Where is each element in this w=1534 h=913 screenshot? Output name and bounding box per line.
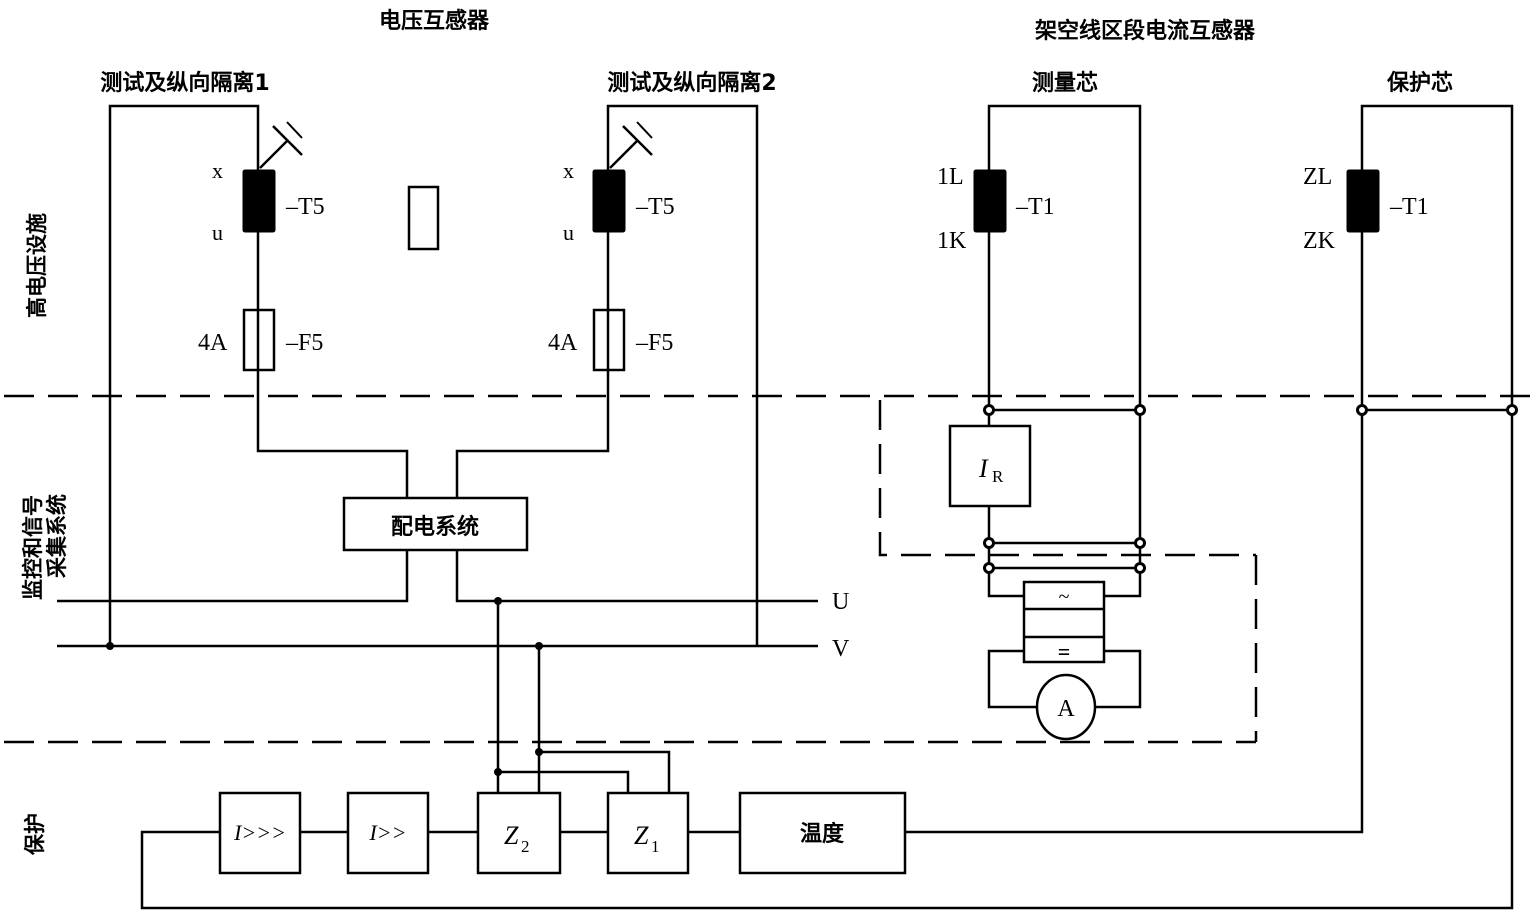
vt2-designation: –T5 bbox=[635, 194, 675, 220]
vt1-ground-lead bbox=[259, 139, 289, 169]
title-test-isolation-1: 测试及纵向隔离1 bbox=[100, 70, 269, 96]
vt1-terminal-x: x bbox=[212, 158, 223, 183]
title-current-transformer: 架空线区段电流互感器 bbox=[1035, 18, 1256, 44]
zone-label-high-voltage: 高电压设施 bbox=[25, 213, 49, 318]
zone-label-monitoring-1: 监控和信号 bbox=[21, 495, 45, 600]
ct-measuring-coil-icon bbox=[973, 169, 1007, 233]
ct-measuring-designation: –T1 bbox=[1015, 194, 1055, 220]
vt2-terminal-u: u bbox=[563, 220, 574, 245]
bus-u-line bbox=[455, 550, 818, 603]
converter-block bbox=[1022, 580, 1106, 664]
title-test-isolation-2: 测试及纵向隔离2 bbox=[607, 70, 776, 96]
vt1-ground-hatch bbox=[286, 121, 303, 139]
vt1-terminal-u: u bbox=[212, 220, 223, 245]
ct-protection-terminal-zl: ZL bbox=[1303, 164, 1332, 190]
title-voltage-transformer: 电压互感器 bbox=[379, 8, 490, 34]
terminal-icon bbox=[1356, 404, 1368, 416]
overcurrent-3-label: I>>> bbox=[233, 820, 286, 845]
ct-protection-designation: –T1 bbox=[1389, 194, 1429, 220]
terminal-icon bbox=[983, 537, 995, 549]
vt2-ground-hatch bbox=[636, 121, 653, 139]
z1-u-feed bbox=[498, 770, 630, 793]
impedance-1-label: Z bbox=[634, 821, 649, 850]
vt2-ground-lead bbox=[609, 139, 639, 169]
power-distribution-block bbox=[342, 496, 529, 552]
ct-protection-terminal-zk: ZK bbox=[1303, 228, 1336, 254]
measuring-enclosure-upper bbox=[878, 400, 1256, 557]
impedance-2-label: Z bbox=[504, 821, 519, 850]
vt1-coil-icon bbox=[242, 169, 276, 233]
temperature-block bbox=[738, 791, 907, 875]
impedance-1-block bbox=[606, 791, 690, 875]
distribution-left-out bbox=[57, 550, 409, 603]
power-distribution-label: 配电系统 bbox=[391, 514, 479, 540]
title-protection-core: 保护芯 bbox=[1386, 71, 1453, 96]
voltage-transformer-1: x u –T5 4A –F5 bbox=[108, 104, 325, 646]
ct-protection-core: ZL ZK –T1 bbox=[140, 104, 1518, 910]
vt1-loop bbox=[108, 104, 260, 646]
terminal-icon bbox=[1134, 537, 1146, 549]
terminal-icon bbox=[1134, 562, 1146, 574]
ct-measuring-terminal-1k: 1K bbox=[937, 228, 967, 254]
zone-label-protection: 保护 bbox=[23, 813, 47, 856]
impedance-2-block bbox=[476, 791, 562, 875]
converter-in-right bbox=[1104, 568, 1142, 598]
vt2-terminal-x: x bbox=[563, 158, 574, 183]
vt1-fuse-rating: 4A bbox=[198, 330, 228, 356]
overcurrent-2-label: I>> bbox=[368, 820, 406, 845]
converter-ac-icon: ~ bbox=[1059, 586, 1070, 608]
protection-return-loop bbox=[140, 410, 1514, 910]
title-measuring-core: 测量芯 bbox=[1032, 71, 1098, 96]
zone-label-monitoring-2: 采集系统 bbox=[45, 494, 69, 578]
voltage-transformer-2: x u –T5 4A –F5 bbox=[548, 104, 759, 646]
ct-measuring-loop bbox=[987, 104, 1142, 410]
current-relay-block bbox=[948, 424, 1032, 508]
bus-v-label: V bbox=[832, 636, 850, 662]
vt2-coil-icon bbox=[592, 169, 626, 233]
junction-dot bbox=[535, 748, 543, 756]
vt1-designation: –T5 bbox=[285, 194, 325, 220]
vt2-to-distribution bbox=[455, 400, 610, 498]
vt1-ground-icon bbox=[272, 125, 303, 156]
z1-v-feed bbox=[539, 750, 671, 793]
converter-in-left bbox=[987, 568, 1024, 598]
bus-u-label: U bbox=[832, 589, 849, 615]
terminal-icon bbox=[1134, 404, 1146, 416]
ammeter-label: A bbox=[1057, 696, 1075, 722]
overcurrent-3-block bbox=[218, 791, 302, 875]
ct-protection-loop bbox=[1360, 104, 1514, 410]
current-relay-label: I bbox=[978, 454, 989, 483]
ammeter-icon bbox=[1035, 673, 1097, 741]
junction-dot bbox=[494, 768, 502, 776]
terminal-icon bbox=[1506, 404, 1518, 416]
vt1-fuse-designation: –F5 bbox=[285, 330, 323, 356]
ammeter-left bbox=[987, 649, 1037, 709]
temperature-label: 温度 bbox=[800, 821, 845, 847]
terminal-icon bbox=[983, 404, 995, 416]
vt2-fuse-designation: –F5 bbox=[635, 330, 673, 356]
impedance-2-subscript: 2 bbox=[521, 837, 530, 856]
impedance-1-subscript: 1 bbox=[651, 837, 660, 856]
converter-dc-icon: = bbox=[1058, 639, 1071, 664]
placeholder-box bbox=[407, 185, 440, 251]
protection-feed-to-temp bbox=[905, 410, 1364, 834]
junction-dot bbox=[106, 642, 114, 650]
ammeter-right bbox=[1095, 649, 1142, 709]
terminal-icon bbox=[983, 562, 995, 574]
vt2-loop bbox=[606, 104, 759, 646]
vt2-fuse-rating: 4A bbox=[548, 330, 578, 356]
ct-measuring-core: 1L 1K –T1 I R ~ = A bbox=[937, 104, 1146, 741]
vt1-to-distribution bbox=[256, 400, 409, 498]
vt2-ground-icon bbox=[622, 125, 653, 156]
ct-measuring-terminal-1l: 1L bbox=[937, 164, 964, 190]
current-relay-subscript: R bbox=[992, 467, 1004, 486]
protection-relay-chain: I>>> I>> Z 2 Z 1 温度 bbox=[218, 791, 907, 875]
ct-protection-coil-icon bbox=[1346, 169, 1380, 233]
